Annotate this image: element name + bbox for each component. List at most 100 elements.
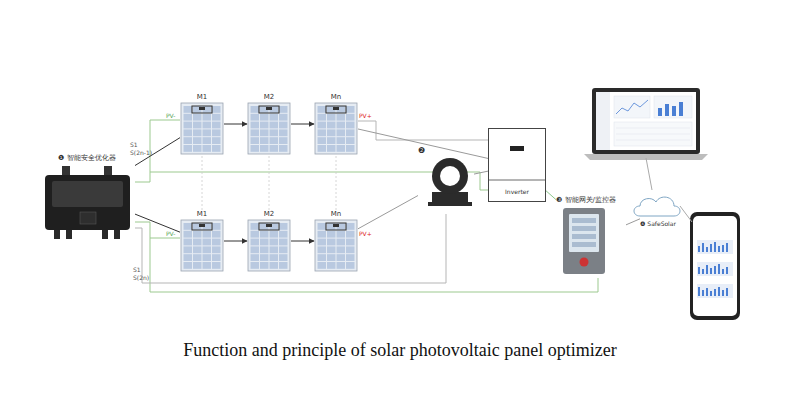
solar-cell — [251, 254, 260, 261]
solar-cell — [260, 114, 269, 121]
wire-connector — [358, 129, 488, 158]
node-label: Mn — [314, 210, 358, 218]
solar-cell — [327, 254, 336, 261]
solar-panel: M2 — [247, 210, 291, 272]
solar-cell — [260, 246, 269, 253]
solar-cell — [184, 239, 193, 246]
screen-table — [614, 122, 692, 146]
solar-cell — [203, 231, 212, 238]
solar-cell — [337, 254, 346, 261]
inverter-box — [489, 129, 546, 202]
node-art — [556, 196, 640, 278]
node-art — [247, 210, 291, 272]
solar-cell — [346, 231, 355, 238]
solar-cell — [203, 137, 212, 144]
node-art — [180, 93, 224, 155]
solar-cell — [193, 231, 202, 238]
solar-panel: M2 — [247, 93, 291, 155]
panel-frame — [315, 103, 357, 154]
figure-caption: Function and principle of solar photovol… — [0, 340, 800, 361]
junction-box — [266, 224, 272, 227]
phone-chart — [699, 242, 727, 296]
solar-cell — [327, 122, 336, 129]
wire-label: S1 — [133, 267, 141, 274]
wire-label: S1 — [130, 142, 138, 149]
connector-pin — [54, 230, 60, 239]
solar-cell — [193, 254, 202, 261]
junction-box — [333, 107, 339, 110]
solar-cell — [203, 145, 212, 152]
screen-chart — [616, 100, 648, 114]
solar-cell — [260, 137, 269, 144]
solar-cell — [270, 262, 279, 269]
solar-cell — [270, 231, 279, 238]
solar-cell — [260, 122, 269, 129]
node-label: M2 — [247, 210, 291, 218]
screen-bar — [679, 102, 683, 116]
solar-cell — [260, 231, 269, 238]
solar-cell — [270, 246, 279, 253]
phone-illustration — [690, 212, 740, 320]
gateway-button — [580, 258, 589, 267]
solar-cell — [212, 246, 221, 253]
node-art — [418, 146, 474, 214]
solar-cell — [279, 262, 288, 269]
inverter-node: Inverter — [488, 128, 546, 202]
solar-cell — [184, 145, 193, 152]
return-wire — [135, 121, 488, 283]
solar-cell — [279, 129, 288, 136]
solar-cell — [212, 122, 221, 129]
connector-pin — [102, 230, 108, 239]
solar-cell — [203, 122, 212, 129]
solar-cell — [337, 129, 346, 136]
solar-cell — [279, 254, 288, 261]
solar-cell — [318, 262, 327, 269]
laptop-sidebar — [596, 92, 610, 150]
solar-cell — [184, 262, 193, 269]
solar-cell — [270, 114, 279, 121]
solar-cell — [251, 106, 260, 113]
panel-frame — [248, 103, 290, 154]
laptop-bezel — [592, 88, 700, 154]
gateway-screen — [572, 242, 596, 247]
arrow-connector — [224, 124, 247, 125]
screen-bar — [672, 106, 676, 116]
solar-cell — [318, 254, 327, 261]
arrow-connector — [291, 124, 314, 125]
solar-cell — [193, 239, 202, 246]
column-guide — [269, 156, 270, 210]
optimizer-node: ❶ 智能安全优化器 — [40, 150, 135, 240]
solar-cell — [212, 106, 221, 113]
solar-cell — [279, 239, 288, 246]
solar-cell — [203, 129, 212, 136]
node-label: Inverter — [488, 188, 546, 195]
wire-label: PV+ — [359, 231, 372, 238]
solar-cell — [318, 246, 327, 253]
solar-cell — [270, 239, 279, 246]
solar-cell — [212, 137, 221, 144]
solar-cell — [327, 129, 336, 136]
solar-panel: Mn — [314, 93, 358, 155]
solar-cell — [337, 137, 346, 144]
node-art — [626, 188, 690, 234]
gateway-node: ❸ 智能网关/监控器 — [556, 196, 640, 278]
solar-cell — [260, 262, 269, 269]
solar-cell — [184, 106, 193, 113]
solar-cell — [260, 239, 269, 246]
gateway-device — [563, 208, 605, 274]
inverter-display — [510, 146, 524, 151]
solar-cell — [318, 122, 327, 129]
solar-cell — [203, 239, 212, 246]
gateway-screen — [572, 218, 596, 223]
solar-cell — [318, 231, 327, 238]
junction-box — [199, 224, 205, 227]
junction-box — [192, 223, 212, 230]
solar-cell — [279, 223, 288, 230]
panel-frame — [248, 220, 290, 271]
solar-cell — [260, 129, 269, 136]
solar-cell — [279, 231, 288, 238]
column-guide — [336, 156, 337, 210]
screen-card — [614, 96, 650, 118]
screen-row — [616, 128, 690, 129]
solar-cell — [193, 137, 202, 144]
